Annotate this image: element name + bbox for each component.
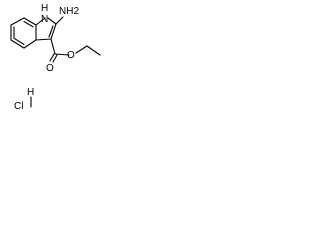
bond-benzene-6: [10, 17, 25, 26]
bond-ethyl: [86, 45, 101, 56]
bond-benzene-1: [23, 17, 37, 26]
atom-label-amino: NH2: [59, 6, 79, 17]
bond-benzene-3: [23, 39, 37, 49]
bond-benzene-inner-1: [23, 20, 34, 28]
bond-n1-c2: [47, 17, 57, 25]
bond-benzene-inner-2: [13, 37, 25, 46]
bond-c2-c3-double: [48, 25, 54, 38]
bond-carbonyl-ester-o: [54, 53, 70, 56]
atom-label-indole-h: H: [41, 3, 48, 14]
atom-label-indole-n: N: [41, 14, 48, 25]
atom-label-hcl-cl: Cl: [14, 101, 23, 112]
bond-benzene-4: [10, 39, 25, 49]
chemical-structure: H N NH2 O O H Cl: [10, 3, 101, 112]
bond-c2-c3: [50, 23, 57, 40]
bond-ester-o-ethyl: [75, 45, 88, 54]
bond-c3-c3a: [35, 38, 52, 41]
bond-c2-amino: [55, 16, 64, 25]
bond-carbonyl-o-double-1: [49, 53, 55, 62]
atom-label-ester-o: O: [67, 50, 75, 61]
atom-label-hcl-h: H: [27, 87, 34, 98]
bond-c3-carbonyl: [50, 38, 56, 55]
bond-c7a-n1: [35, 17, 46, 26]
atom-label-carbonyl-o: O: [46, 63, 54, 74]
bond-carbonyl-o-double-2: [52, 54, 58, 63]
